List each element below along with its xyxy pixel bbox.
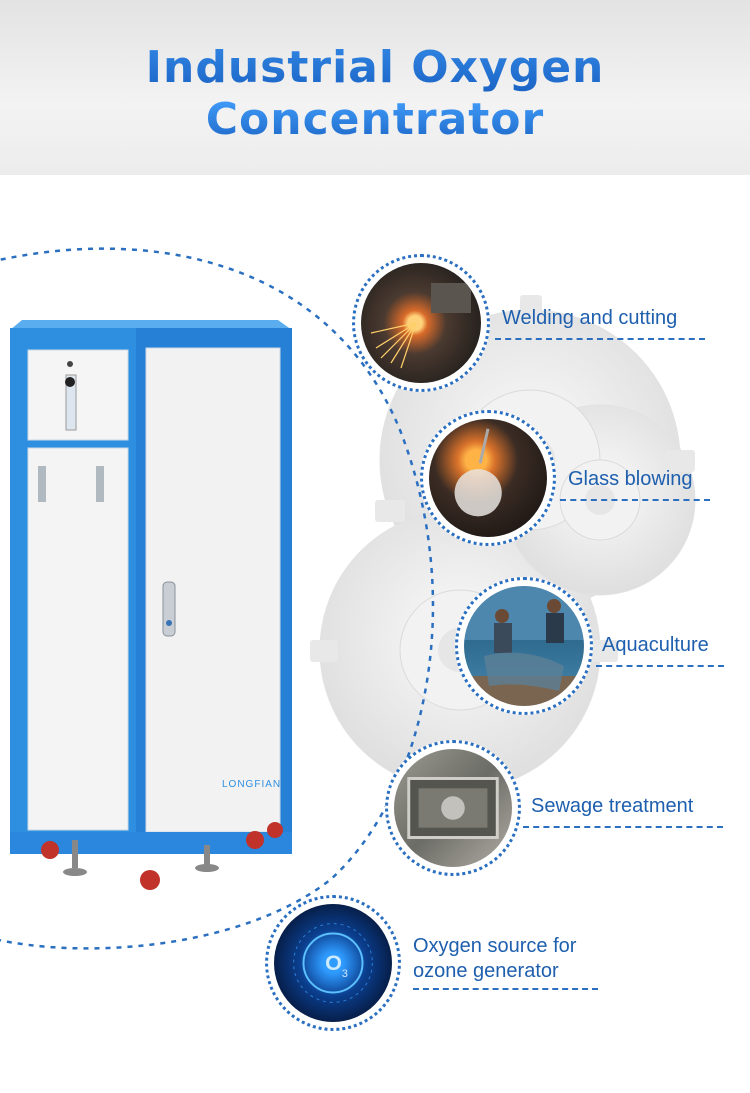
aquaculture-dashed-line [596,665,724,667]
page-title-line-1: Industrial Oxygen [0,0,750,94]
sewage-dashed-line [523,826,723,828]
oxygen-concentrator-machine [10,320,292,890]
application-label-welding: Welding and cutting [502,307,678,329]
aquaculture-image-circle [455,577,593,715]
sewage-image-circle [385,740,521,876]
ozone-badge-main: O [325,950,342,975]
ozone-icon: O 3 [274,904,392,1022]
header-banner: Industrial Oxygen Concentrator [0,0,750,175]
application-label-sewage: Sewage treatment [531,795,694,817]
welding-image-circle [352,254,490,392]
page-title-line-2: Concentrator [0,94,750,146]
application-label-glass-blowing: Glass blowing [568,468,693,490]
welding-image [361,263,481,383]
aquaculture-image [464,586,584,706]
ozone-badge-sub: 3 [342,968,348,980]
glass-blowing-image [429,419,547,537]
sewage-image [394,749,512,867]
welding-dashed-line [495,338,705,340]
ozone-icon-circle: O 3 [265,895,401,1031]
machine-brand-logo: LONGFIAN [222,779,282,790]
application-label-ozone: Oxygen source for ozone generator [413,935,577,982]
ozone-dashed-line [413,988,598,990]
glass-blowing-dashed-line [560,499,710,501]
glass-blowing-image-circle [420,410,556,546]
application-label-aquaculture: Aquaculture [602,634,709,656]
